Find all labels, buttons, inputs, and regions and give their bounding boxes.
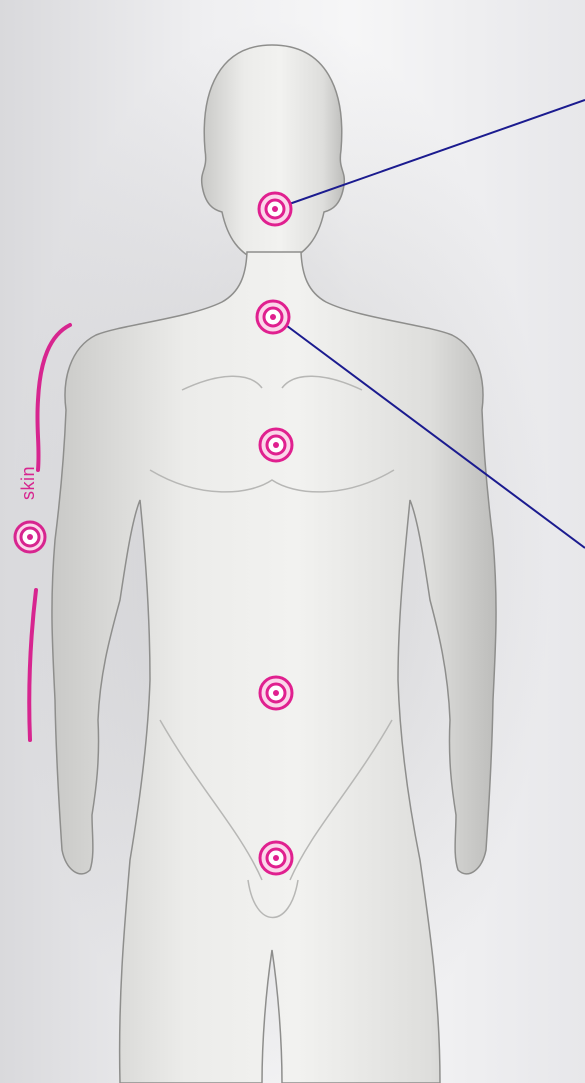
throat-marker	[257, 301, 289, 333]
navel-marker	[260, 677, 292, 709]
groin-marker	[260, 842, 292, 874]
chest-marker	[260, 429, 292, 461]
mouth-marker	[259, 193, 291, 225]
skin-icon	[15, 522, 45, 552]
skin-label: skin	[18, 466, 39, 500]
